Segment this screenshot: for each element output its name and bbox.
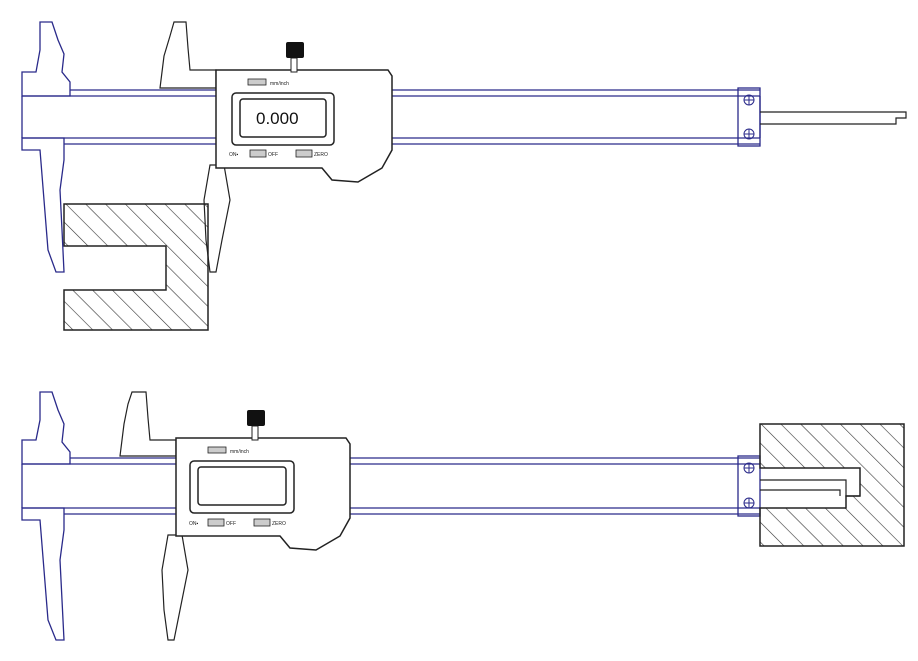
- caliper-top: mm/inch 0.000 ON▪ OFF ZERO: [21, 21, 907, 331]
- lcd-screen: [189, 460, 295, 514]
- bottom-buttons: ON▪ OFF ZERO: [189, 518, 286, 527]
- thumb-knob[interactable]: [247, 410, 265, 441]
- zero-button[interactable]: [295, 149, 313, 158]
- end-screw-top: [743, 94, 755, 106]
- caliper-bottom: mm/inch ON▪ OFF ZERO: [21, 391, 905, 641]
- end-screw-bottom: [743, 497, 755, 509]
- workpiece-depth-block: [759, 423, 905, 547]
- zero-label: ZERO: [314, 152, 328, 158]
- on-off-button[interactable]: [207, 518, 225, 527]
- on-label: ON▪: [189, 521, 199, 527]
- fixed-jaw: [21, 21, 71, 273]
- bottom-buttons: ON▪ OFF ZERO: [229, 149, 328, 158]
- fixed-jaw: [21, 391, 71, 641]
- workpiece-u-block: [63, 203, 209, 331]
- on-off-button[interactable]: [249, 149, 267, 158]
- zero-label: ZERO: [272, 521, 286, 527]
- zero-button[interactable]: [253, 518, 271, 527]
- mm-inch-button[interactable]: mm/inch: [247, 78, 289, 87]
- depth-rod: [760, 111, 907, 125]
- main-beam: [22, 455, 761, 517]
- lcd-screen: 0.000: [231, 92, 335, 146]
- mm-inch-label: mm/inch: [270, 81, 289, 87]
- thumb-knob[interactable]: [286, 42, 304, 73]
- lcd-value: 0.000: [256, 109, 299, 128]
- mm-inch-button[interactable]: mm/inch: [207, 446, 249, 455]
- off-label: OFF: [226, 521, 236, 527]
- mm-inch-label: mm/inch: [230, 449, 249, 455]
- end-screw-bottom: [743, 128, 755, 140]
- on-label: ON▪: [229, 152, 239, 158]
- off-label: OFF: [268, 152, 278, 158]
- end-screw-top: [743, 462, 755, 474]
